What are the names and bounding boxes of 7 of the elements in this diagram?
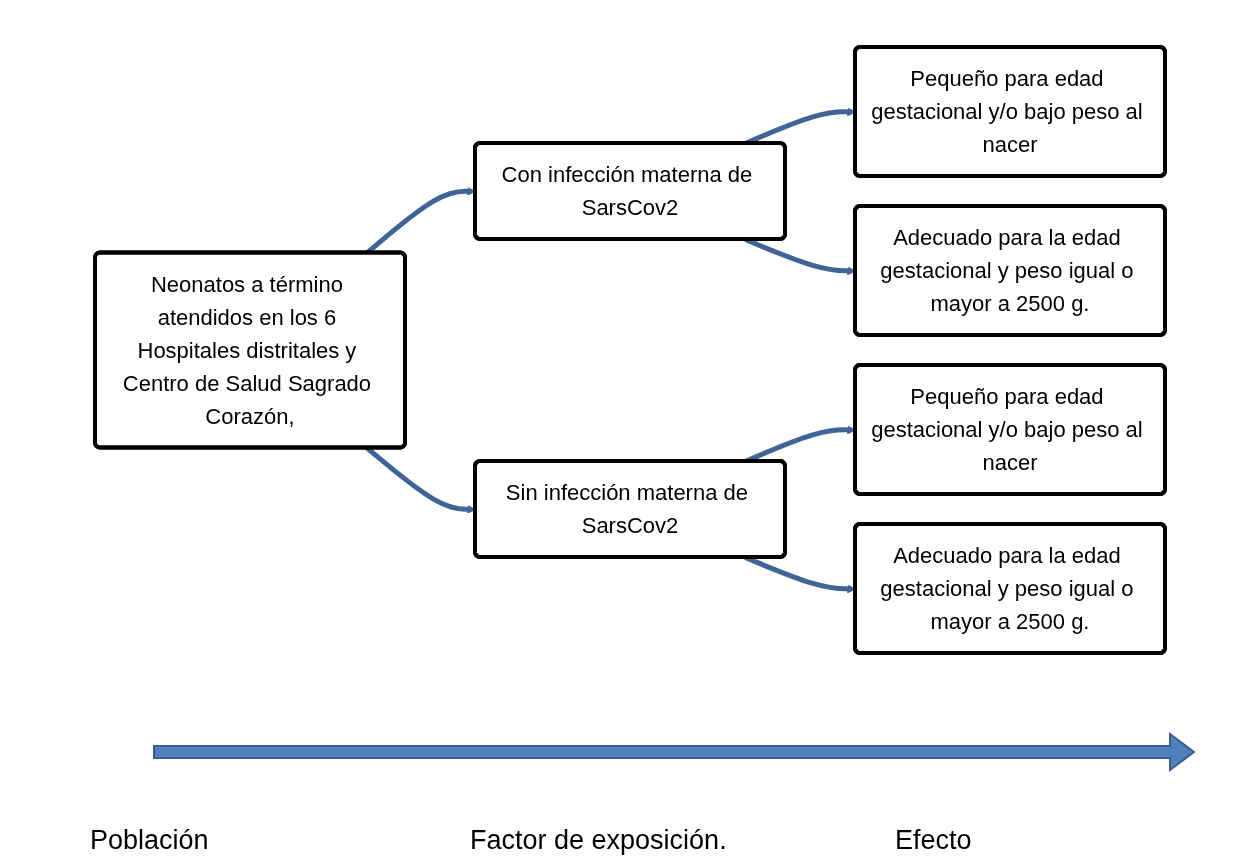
stage-label: Factor de exposición. xyxy=(470,825,727,856)
stage-label: Población xyxy=(90,825,209,856)
node-text: Adecuado para la edad gestacional y peso igual o mayor a 2500 g. xyxy=(880,543,1134,634)
stage-label: Efecto xyxy=(895,825,972,856)
node-text: Adecuado para la edad gestacional y peso igual o mayor a 2500 g. xyxy=(880,225,1134,316)
node-text: Pequeño para edad gestacional y/o bajo peso al nacer xyxy=(871,384,1143,475)
node-text: Pequeño para edad gestacional y/o bajo peso al nacer xyxy=(871,66,1143,157)
